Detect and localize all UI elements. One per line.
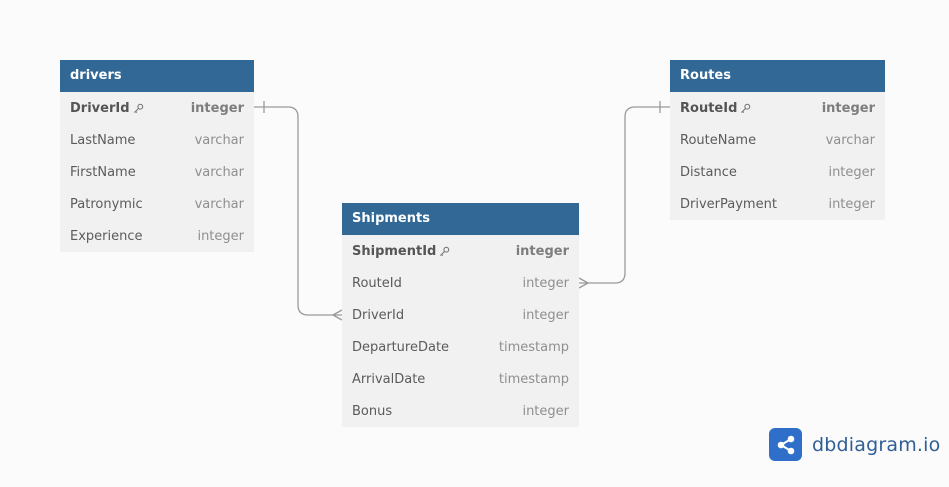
field-type: varchar: [194, 196, 244, 212]
field-row-shipments-driverid[interactable]: DriverId integer: [342, 299, 579, 331]
field-name-text: Bonus: [352, 403, 393, 419]
field-name-text: RouteName: [680, 132, 757, 148]
primary-key-icon: [740, 103, 751, 114]
field-name-text: DriverPayment: [680, 196, 777, 212]
primary-key-icon: [439, 246, 450, 257]
field-row-routes-driverpayment[interactable]: DriverPayment integer: [670, 188, 885, 220]
field-type: integer: [828, 164, 875, 180]
field-name-text: LastName: [70, 132, 136, 148]
field-name-text: DriverId: [70, 100, 130, 116]
field-type: integer: [522, 307, 569, 323]
field-name-text: FirstName: [70, 164, 136, 180]
field-type: integer: [515, 243, 569, 259]
field-row-shipments-shipmentid[interactable]: ShipmentId integer: [342, 235, 579, 267]
field-name: DriverPayment: [680, 197, 777, 212]
brand-name: dbdiagram.io: [812, 433, 941, 456]
table-header-shipments[interactable]: Shipments: [342, 203, 579, 235]
field-type: integer: [522, 275, 569, 291]
field-row-shipments-departuredate[interactable]: DepartureDate timestamp: [342, 331, 579, 363]
field-type: timestamp: [498, 339, 569, 355]
field-type: integer: [197, 228, 244, 244]
field-name: Experience: [70, 229, 143, 244]
field-name: RouteId: [352, 276, 402, 291]
field-name-text: ArrivalDate: [352, 371, 426, 387]
field-name: LastName: [70, 133, 135, 148]
field-name: Bonus: [352, 404, 392, 419]
field-name: DriverId: [70, 101, 144, 116]
field-name: Distance: [680, 165, 737, 180]
field-type: varchar: [825, 132, 875, 148]
field-name: Patronymic: [70, 197, 143, 212]
field-type: varchar: [194, 132, 244, 148]
field-name-text: Distance: [680, 164, 737, 180]
field-row-drivers-experience[interactable]: Experience integer: [60, 220, 254, 252]
field-name-text: DriverId: [352, 307, 405, 323]
field-row-drivers-patronymic[interactable]: Patronymic varchar: [60, 188, 254, 220]
field-name: RouteName: [680, 133, 756, 148]
field-name: RouteId: [680, 101, 751, 116]
brand-logo-link[interactable]: dbdiagram.io: [769, 428, 940, 461]
field-row-drivers-lastname[interactable]: LastName varchar: [60, 124, 254, 156]
field-name: FirstName: [70, 165, 136, 180]
relation-routes-shipments[interactable]: [578, 101, 670, 289]
field-row-routes-routeid[interactable]: RouteId integer: [670, 92, 885, 124]
field-row-shipments-bonus[interactable]: Bonus integer: [342, 395, 579, 427]
field-type: varchar: [194, 164, 244, 180]
field-type: timestamp: [498, 371, 569, 387]
primary-key-icon: [133, 103, 144, 114]
field-type: integer: [522, 403, 569, 419]
field-name-text: Experience: [70, 228, 143, 244]
field-name-text: RouteId: [680, 100, 738, 116]
field-name-text: ShipmentId: [352, 243, 437, 259]
field-type: integer: [821, 100, 875, 116]
field-row-shipments-routeid[interactable]: RouteId integer: [342, 267, 579, 299]
field-type: integer: [190, 100, 244, 116]
field-row-drivers-firstname[interactable]: FirstName varchar: [60, 156, 254, 188]
field-name: ArrivalDate: [352, 372, 425, 387]
table-header-drivers[interactable]: drivers: [60, 60, 254, 92]
relation-drivers-shipments[interactable]: [254, 101, 343, 321]
field-name: DriverId: [352, 308, 404, 323]
field-row-shipments-arrivaldate[interactable]: ArrivalDate timestamp: [342, 363, 579, 395]
field-row-drivers-driverid[interactable]: DriverId integer: [60, 92, 254, 124]
table-header-routes[interactable]: Routes: [670, 60, 885, 92]
field-name-text: RouteId: [352, 275, 402, 291]
field-name-text: Patronymic: [70, 196, 143, 212]
field-name-text: DepartureDate: [352, 339, 450, 355]
field-type: integer: [828, 196, 875, 212]
field-row-routes-distance[interactable]: Distance integer: [670, 156, 885, 188]
field-row-routes-routename[interactable]: RouteName varchar: [670, 124, 885, 156]
field-name: DepartureDate: [352, 340, 449, 355]
share-nodes-icon: [769, 428, 802, 461]
field-name: ShipmentId: [352, 244, 450, 259]
